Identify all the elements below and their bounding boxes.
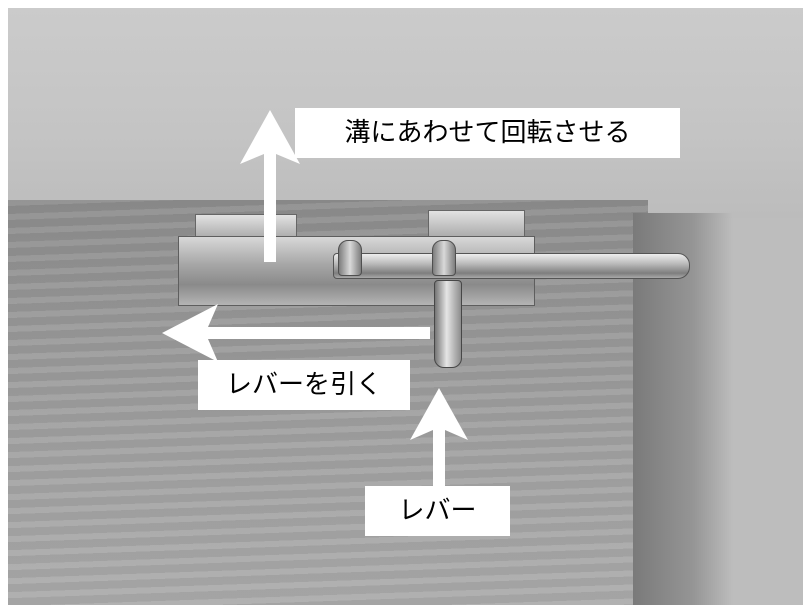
bolt-rod (333, 253, 690, 279)
label-pull-lever: レバーを引く (198, 360, 410, 410)
arrow-left-pull-icon (162, 304, 430, 362)
bolt-guide-ring-right (432, 240, 456, 276)
bolt-lever (434, 280, 462, 368)
arrow-up-lever-icon (410, 388, 468, 488)
bolt-guide-ring-left (338, 240, 362, 276)
label-lever: レバー (365, 486, 510, 536)
arrow-up-rotate-icon (240, 110, 300, 262)
label-rotate-into-groove: 溝にあわせて回転させる (295, 108, 680, 158)
